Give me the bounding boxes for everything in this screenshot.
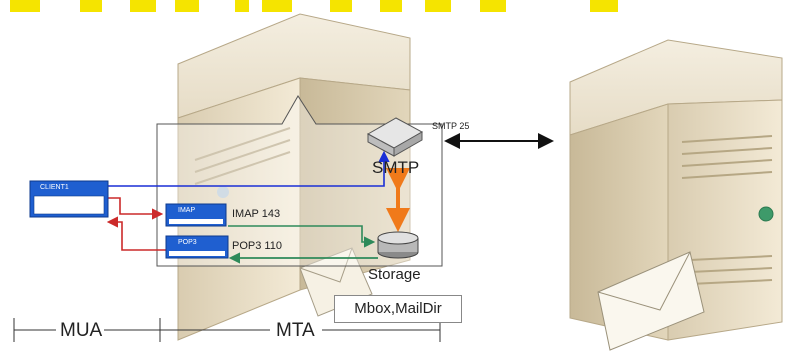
imap-port-label: IMAP 143 <box>232 208 280 220</box>
pop3-box <box>166 236 228 258</box>
mua-label: MUA <box>60 320 102 342</box>
storage-label: Storage <box>368 266 421 283</box>
storage-disk-icon <box>378 232 418 258</box>
pop3-port-label: POP3 110 <box>232 240 282 252</box>
mta-label: MTA <box>276 320 315 342</box>
smtp-port-label: SMTP 25 <box>432 121 469 131</box>
mailbox-format-label: Mbox,MailDir <box>334 295 462 323</box>
pop3-box-label: POP3 <box>178 239 197 246</box>
imap-box-label: IMAP <box>178 207 195 214</box>
client1-label: CLIENT1 <box>40 184 69 191</box>
title-fragments <box>0 0 795 14</box>
imap-box <box>166 204 226 226</box>
smtp-label: SMTP <box>372 158 419 178</box>
